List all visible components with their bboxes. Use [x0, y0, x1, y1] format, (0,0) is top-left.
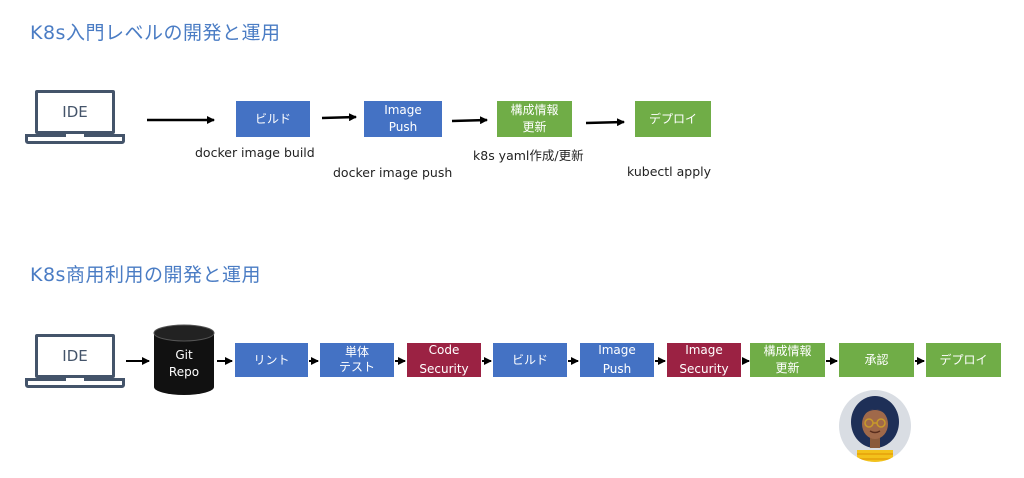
- caption-kubectl: kubectl apply: [627, 164, 712, 179]
- step-build: ビルド: [236, 101, 310, 137]
- laptop-base: [25, 378, 125, 388]
- section2-title: K8s商用利用の開発と運用: [30, 264, 261, 286]
- step-build: ビルド: [493, 343, 567, 377]
- laptop-icon: IDE: [25, 334, 125, 390]
- step-lint: リント: [235, 343, 308, 377]
- person-avatar-icon: [839, 390, 911, 462]
- step-code-security: Code Security: [407, 343, 481, 377]
- arrow: [321, 113, 357, 122]
- git-repo-label: Git Repo: [168, 348, 200, 379]
- laptop-icon: IDE: [25, 90, 125, 146]
- step-unit-test: 単体 テスト: [320, 343, 394, 377]
- step-image-security: Image Security: [667, 343, 741, 377]
- step-config-update: 構成情報 更新: [497, 101, 572, 137]
- step-deploy: デプロイ: [926, 343, 1001, 377]
- step-image-push: Image Push: [580, 343, 654, 377]
- step-approve: 承認: [839, 343, 914, 377]
- step-image-push: Image Push: [364, 101, 442, 137]
- arrow: [585, 118, 625, 127]
- ide-label: IDE: [35, 90, 115, 134]
- arrow: [451, 116, 488, 125]
- step-deploy: デプロイ: [635, 101, 711, 137]
- caption-docker-push: docker image push: [333, 165, 453, 180]
- caption-docker-build: docker image build: [195, 145, 315, 160]
- laptop-base: [25, 134, 125, 144]
- caption-yaml: k8s yaml作成/更新: [473, 148, 584, 163]
- step-config-update: 構成情報 更新: [750, 343, 825, 377]
- database-icon: [153, 324, 215, 395]
- section1-title: K8s入門レベルの開発と運用: [30, 22, 281, 44]
- ide-label: IDE: [35, 334, 115, 378]
